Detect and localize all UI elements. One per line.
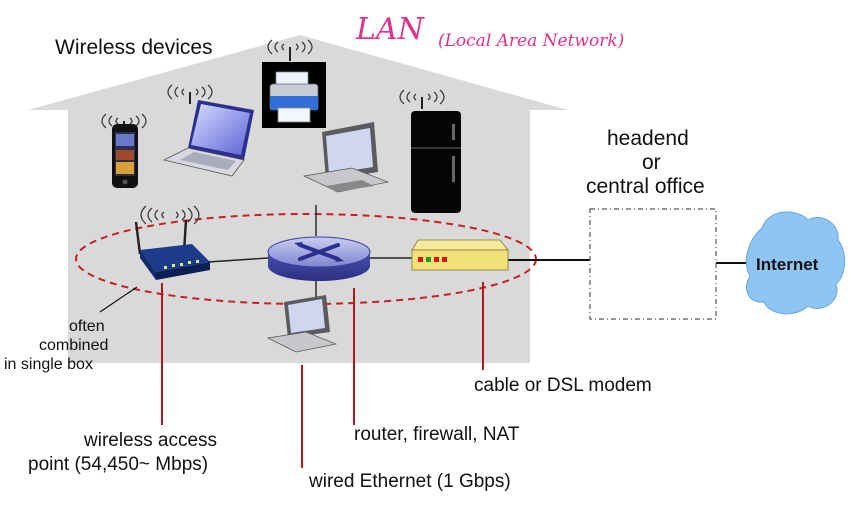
internet-cloud-icon <box>746 211 845 315</box>
often-label: often <box>69 318 105 335</box>
lan-title: LAN <box>356 12 424 47</box>
desktop-icon <box>302 122 390 193</box>
lan-title-note: (Local Area Network) <box>438 31 625 51</box>
printer-icon <box>262 62 326 128</box>
single-box-pointer <box>99 286 138 313</box>
wired-links <box>207 205 412 300</box>
fridge-icon <box>411 111 461 213</box>
access-point-icon <box>134 219 210 280</box>
desktop-bottom-icon <box>266 295 338 353</box>
combined-label: combined <box>39 337 109 354</box>
phone-icon <box>112 124 138 188</box>
laptop-icon <box>162 100 254 177</box>
wireless-devices-label: Wireless devices <box>55 36 213 59</box>
headend-box <box>589 208 717 320</box>
or-label: or <box>642 151 661 174</box>
modem-icon <box>411 239 509 271</box>
callout-lines <box>161 282 484 468</box>
modem-label: cable or DSL modem <box>474 375 652 396</box>
access-point-label-line1: wireless access <box>84 430 218 451</box>
central-office-label: central office <box>586 175 705 198</box>
router-label: router, firewall, NAT <box>354 424 520 445</box>
router-icon <box>267 236 371 281</box>
ethernet-label: wired Ethernet (1 Gbps) <box>309 471 511 492</box>
headend-label: headend <box>607 127 689 150</box>
single-box-label: in single box <box>4 356 93 373</box>
access-point-label-line2: point (54,450~ Mbps) <box>28 454 209 475</box>
internet-label: Internet <box>756 255 819 274</box>
